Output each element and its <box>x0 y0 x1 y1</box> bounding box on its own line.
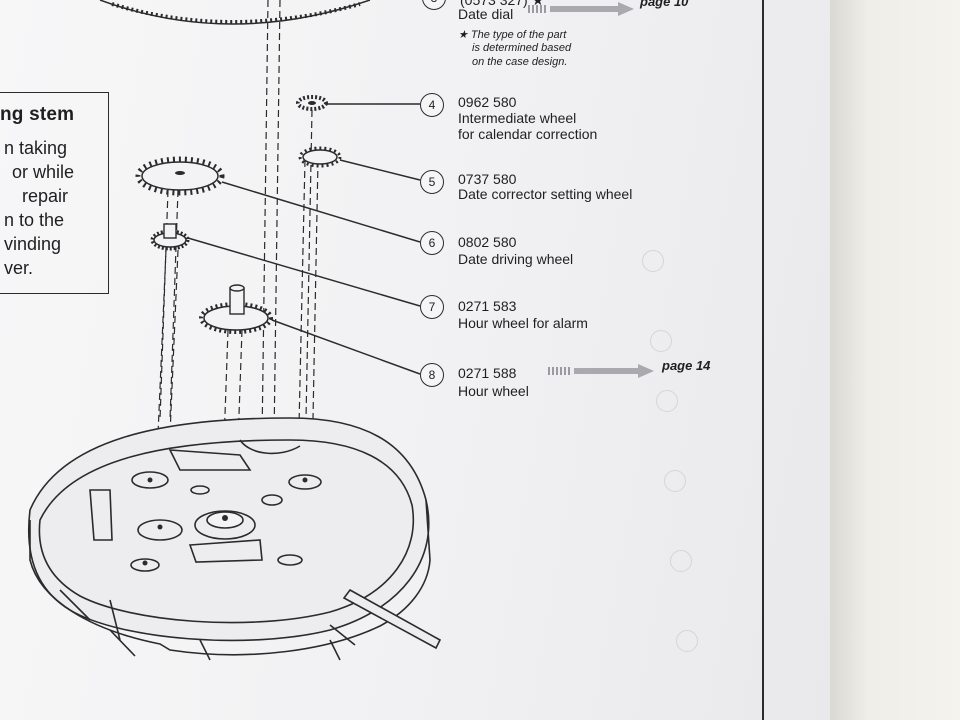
part-description: Intermediate wheel <box>458 110 577 126</box>
part-code: (0573 327) ★ <box>460 0 545 8</box>
part-description: Hour wheel <box>458 383 529 399</box>
part-code: 0737 580 <box>458 171 517 187</box>
callout-number: 5 <box>420 170 444 194</box>
part-note: on the case design. <box>472 56 568 68</box>
callout-number: 8 <box>420 363 444 387</box>
part-code: 0802 580 <box>458 234 517 250</box>
part-description: Hour wheel for alarm <box>458 315 588 331</box>
stem-text-line: n to the <box>4 210 65 230</box>
part-code: 0271 583 <box>458 298 517 314</box>
arrow-right-icon <box>548 364 654 378</box>
stem-text-line: or while <box>12 162 75 182</box>
setting-stem-box <box>0 92 109 294</box>
table-surface <box>830 0 960 720</box>
callout-number: 6 <box>420 231 444 255</box>
part-description: Date corrector setting wheel <box>458 186 633 202</box>
bleed-through-mark <box>676 630 698 652</box>
part-code: 0962 580 <box>458 94 517 110</box>
stem-text-line: n taking <box>4 138 68 158</box>
part-code: 0271 588 <box>458 365 517 381</box>
part-description: Date driving wheel <box>458 251 574 267</box>
arrow-right-icon <box>528 2 634 16</box>
stem-text-line: repair <box>22 186 69 206</box>
bleed-through-mark <box>650 330 672 352</box>
part-note: is determined based <box>472 42 572 54</box>
setting-stem-title: ng stem <box>0 104 75 125</box>
date-dial-icon <box>99 0 371 25</box>
hour-wheel-for-alarm-icon <box>150 223 190 251</box>
bleed-through-mark <box>670 550 692 572</box>
callout-number: 4 <box>420 93 444 117</box>
movement-plate-icon <box>27 417 442 661</box>
page-reference-link[interactable]: page 10 <box>640 0 689 9</box>
date-corrector-setting-wheel-icon <box>298 146 342 168</box>
intermediate-wheel-icon <box>296 95 328 111</box>
part-description: Date dial <box>458 6 514 22</box>
page-reference-link[interactable]: page 14 <box>662 358 711 373</box>
hour-wheel-icon <box>199 284 273 334</box>
part-note: ★ The type of the part <box>458 29 567 41</box>
stem-text-line: ver. <box>4 258 34 278</box>
bleed-through-mark <box>642 250 664 272</box>
part-description: for calendar correction <box>458 126 598 142</box>
stem-text-line: vinding <box>4 234 62 254</box>
bleed-through-mark <box>656 390 678 412</box>
page-frame-rule <box>762 0 764 720</box>
date-driving-wheel-icon <box>135 156 225 196</box>
callout-number: 7 <box>420 295 444 319</box>
bleed-through-mark <box>664 470 686 492</box>
